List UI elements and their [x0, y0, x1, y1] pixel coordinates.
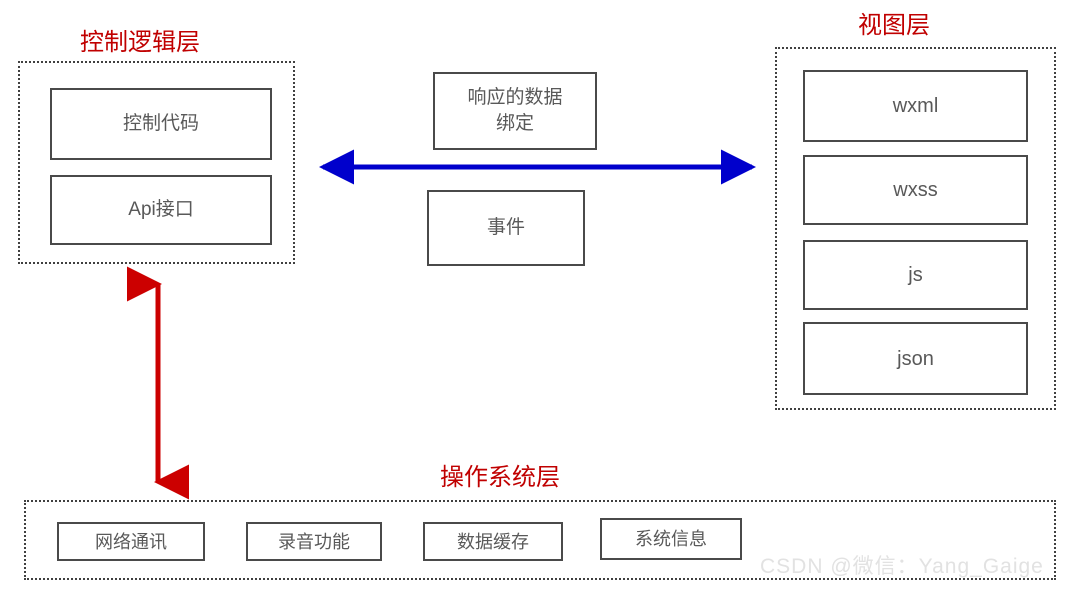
- node-wxss[interactable]: wxss: [803, 155, 1028, 225]
- control-layer-container: [18, 61, 295, 264]
- system-layer-double-arrow: [127, 266, 189, 500]
- node-wxml[interactable]: wxml: [803, 70, 1028, 142]
- node-responsive-data-binding[interactable]: 响应的数据 绑定: [433, 72, 597, 150]
- node-audio-recording[interactable]: 录音功能: [246, 522, 382, 561]
- os-layer-container: [24, 500, 1056, 580]
- view-layer-title: 视图层: [858, 12, 930, 39]
- node-network-communication[interactable]: 网络通讯: [57, 522, 205, 561]
- os-layer-title: 操作系统层: [440, 464, 560, 491]
- control-layer-title: 控制逻辑层: [80, 29, 200, 56]
- node-system-info[interactable]: 系统信息: [600, 518, 742, 560]
- data-binding-double-arrow: [318, 149, 757, 185]
- node-api-interface[interactable]: Api接口: [50, 175, 272, 245]
- node-js[interactable]: js: [803, 240, 1028, 310]
- node-event[interactable]: 事件: [427, 190, 585, 266]
- node-control-code[interactable]: 控制代码: [50, 88, 272, 160]
- node-json[interactable]: json: [803, 322, 1028, 395]
- csdn-watermark: CSDN @微信：Yang_Gaige: [760, 555, 1044, 578]
- view-layer-container: [775, 47, 1056, 410]
- node-data-cache[interactable]: 数据缓存: [423, 522, 563, 561]
